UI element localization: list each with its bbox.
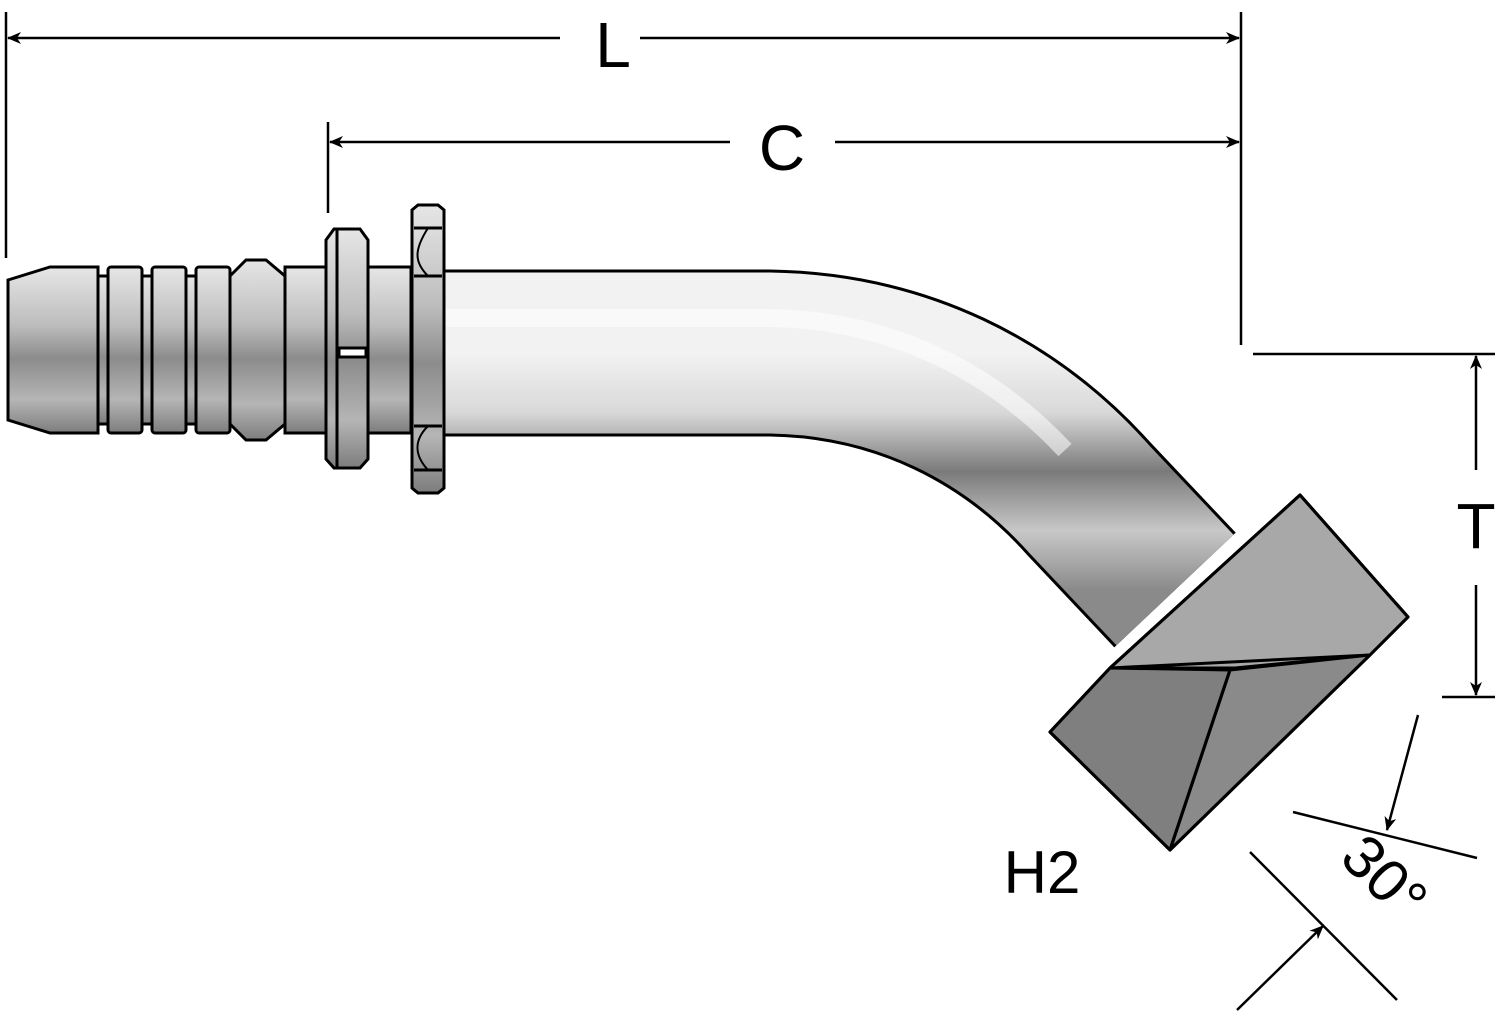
ferrule-collar (324, 227, 413, 470)
hose-stem (6, 258, 331, 442)
bent-tube (440, 269, 1236, 648)
angle-arrow-lower (1236, 925, 1324, 1011)
dimension-label-h2: H2 (1004, 839, 1081, 906)
dimension-label-angle: 30° (1329, 822, 1441, 934)
swivel-hex-nut (1048, 493, 1410, 852)
dimension-label-t: T (1456, 490, 1495, 562)
angle-arrow-upper (1384, 714, 1420, 831)
dimension-lines (4, 12, 1495, 1011)
bulkhead-nut (410, 203, 446, 495)
dimension-label-c: C (759, 112, 805, 184)
angle-reference-line-upper (1292, 810, 1478, 860)
dimension-label-l: L (595, 9, 631, 81)
